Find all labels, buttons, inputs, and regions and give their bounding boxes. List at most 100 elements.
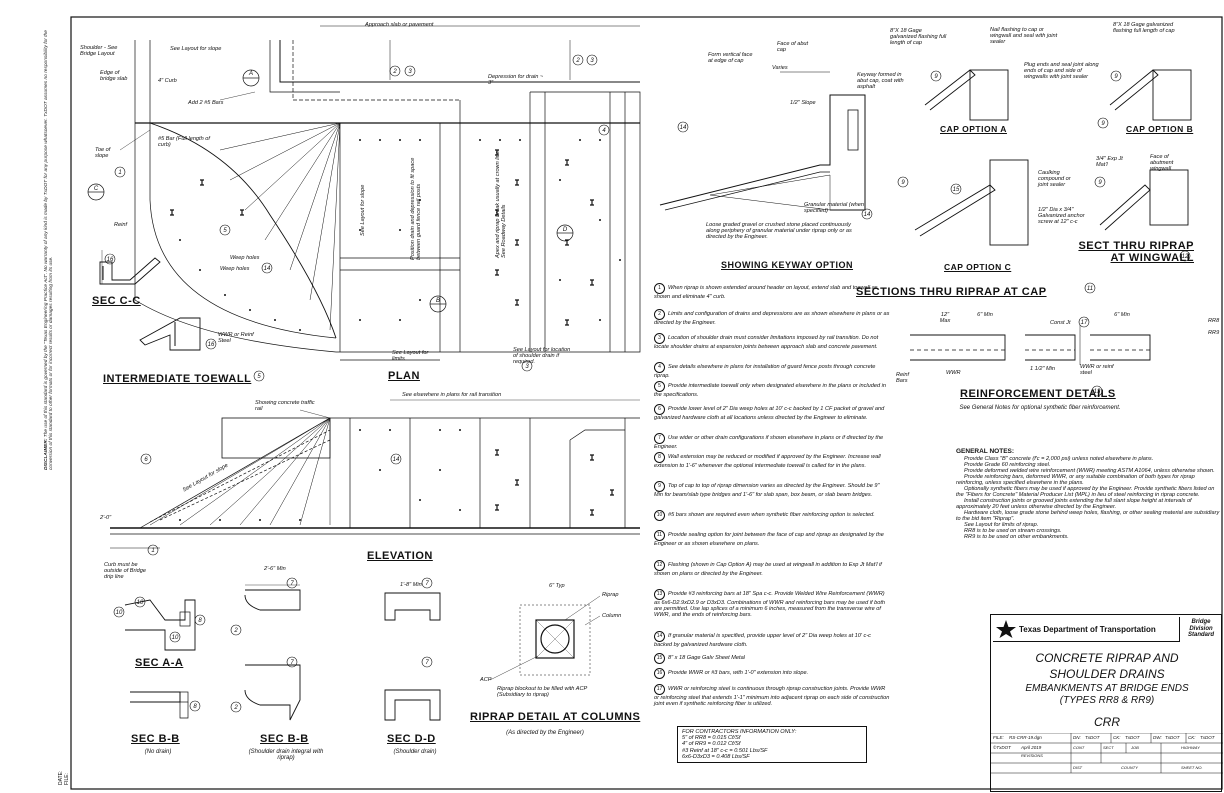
general-note-item: Provide reinforcing bars, deformed WWR, … [956, 474, 1195, 486]
label-rr9: RR9 [1208, 330, 1220, 336]
title-sec-cc: SEC C-C [92, 295, 141, 307]
label-loose-graded: Loose graded gravel or crushed stone pla… [706, 222, 852, 241]
label-dim-20: 2'-0" [100, 515, 112, 521]
disclaimer: DISCLAIMER: The use of this standard is … [44, 30, 55, 470]
label-see-elsewhere-rail: See elsewhere in plans for rail transiti… [402, 392, 502, 398]
sec-bb-left-view [130, 691, 189, 719]
sec-aa-view [124, 599, 196, 651]
title-sections-cap: SECTIONS THRU RIPRAP AT CAP [856, 286, 1047, 298]
label-edge-bridge-slab: Edge of bridge slab [100, 70, 128, 83]
label-wwr-reinf: WWR or Reinf Steel [218, 332, 254, 345]
label-min6: 6" Min [977, 312, 993, 318]
note-10: 10#5 bars shown are required even when s… [654, 510, 890, 521]
label-dim-112: 1 1/2" Min [1030, 366, 1055, 372]
general-note-item: Optionally synthetic fibers may be used … [956, 486, 1215, 498]
leader-lines [119, 91, 640, 681]
label-typ6: 6" Typ [549, 583, 565, 589]
texas-star-icon [996, 620, 1016, 638]
label-wwr: WWR [946, 370, 961, 376]
label-bridge-layout: Shoulder - See Bridge Layout [80, 45, 118, 58]
contractor-info-line: 4" of RR9 = 0.012 Cf/Sf [682, 741, 741, 748]
tb-date: April 2019 [1021, 745, 1042, 750]
title-sec-bb-right: SEC B-B [260, 733, 309, 745]
label-slope12: 1/2" Slope [790, 100, 816, 106]
title-line-1: CONCRETE RIPRAP AND [1035, 651, 1179, 665]
label-plug-ends: Plug ends and seal joint along ends of c… [1024, 62, 1099, 81]
title-block: Texas Department of Transportation Bridg… [990, 614, 1223, 792]
label-see-layout-slope: See Layout for slope [170, 46, 222, 52]
title-riprap-columns: RIPRAP DETAIL AT COLUMNS [470, 711, 641, 723]
tb-sheet-no: SHEET NO. [1181, 765, 1203, 770]
label-weep1: Weep holes [230, 255, 260, 261]
label-weep2: Weep holes [220, 266, 250, 272]
general-note-item: RR8 is to be used on stream crossings. [964, 528, 1062, 534]
riprap-column-view [519, 604, 591, 676]
sheet-code: CRR [1094, 715, 1120, 729]
general-note-item: Install construction joints or grooved j… [956, 498, 1192, 510]
intermediate-toewall-view [139, 317, 201, 351]
title-intermediate-toewall: INTERMEDIATE TOEWALL [103, 373, 252, 385]
tb-cont: CONT [1073, 745, 1085, 750]
title-line-2: SHOULDER DRAINS [1049, 667, 1165, 681]
tb-ck2-val: TxDOT [1200, 735, 1215, 740]
label-face-wingwall: Face of abutment wingwall [1150, 154, 1174, 173]
general-note-item: Provide Grade 60 reinforcing steel. [964, 462, 1051, 468]
agency-box: Texas Department of Transportation [993, 617, 1180, 642]
label-reinf-bars: Reinf Bars [896, 372, 910, 385]
disclaimer-text: The use of this standard is governed by … [44, 30, 55, 470]
sub-sec-bb-right: (Shoulder drain integral with riprap) [248, 749, 324, 761]
label-dim-26min: 2'-6" Min [264, 566, 286, 572]
title-grid [991, 733, 1223, 774]
label-gage-flashing-a: 8"X 18 Gage galvanized flashing full len… [890, 28, 947, 47]
title-sec-dd: SEC D-D [387, 733, 436, 745]
label-const-jt: Const Jt [1050, 320, 1071, 326]
general-note-item: See Layout for limits of riprap. [964, 522, 1039, 528]
contractor-info-title: FOR CONTRACTORS INFORMATION ONLY: [682, 729, 797, 735]
title-cap-a: CAP OPTION A [940, 124, 1007, 134]
tb-dw: DW: [1153, 735, 1162, 740]
label-form-vertical: Form vertical face at edge of cap [708, 52, 753, 65]
tb-job: JOB [1131, 745, 1139, 750]
sheet-border [70, 16, 1223, 790]
label-exp-jt: 3/4" Exp Jt Mat'l [1096, 156, 1123, 169]
label-see-layout-limits: See Layout for limits [392, 350, 429, 363]
label-depression: Depression for drain ~ 3" [488, 74, 544, 87]
sub-riprap-columns: (As directed by the Engineer) [506, 730, 584, 736]
label-dim-18: 1'-8" Min [400, 582, 422, 588]
label-riprap: Riprap [602, 592, 619, 598]
contractor-info-line: 5" of RR8 = 0.015 Cf/Sf [682, 735, 741, 742]
tb-dist: DIST [1073, 765, 1083, 770]
tb-county: COUNTY [1121, 765, 1138, 770]
label-approach-slab: Approach slab or pavement [365, 22, 434, 28]
general-notes: GENERAL NOTES: Provide Class "B" concret… [956, 448, 1222, 540]
label-curb-outside: Curb must be outside of Bridge drip line [104, 562, 146, 581]
label-granular: Granular material (when specified) [804, 202, 865, 215]
title-sec-bb-left: SEC B-B [131, 733, 180, 745]
title-cap-b: CAP OPTION B [1126, 124, 1194, 134]
tb-ck: CK: [1113, 735, 1121, 740]
title-sect-wingwall: SECT THRU RIPRAP AT WINGWALL [1078, 240, 1194, 264]
label-see-layout-drain: See Layout for location of shoulder drai… [513, 347, 571, 366]
agency-name: Texas Department of Transportation [1019, 625, 1156, 634]
elevation-view [110, 417, 640, 549]
tb-ck-val: TxDOT [1125, 735, 1140, 740]
plan-view [87, 25, 641, 361]
tb-dn-val: TxDOT [1085, 735, 1100, 740]
tb-dw-val: TxDOT [1165, 735, 1180, 740]
label-nail-flashing: Nail flashing to cap or wingwall and sea… [990, 27, 1058, 46]
title-plan: PLAN [388, 370, 420, 382]
label-face-abut: Face of abut cap [777, 41, 809, 54]
file-label: FILE: [64, 773, 70, 785]
title-sec-aa: SEC A-A [135, 657, 184, 669]
tb-dn: DN: [1073, 735, 1081, 740]
sub-sec-bb-left: (No drain) [144, 749, 172, 755]
